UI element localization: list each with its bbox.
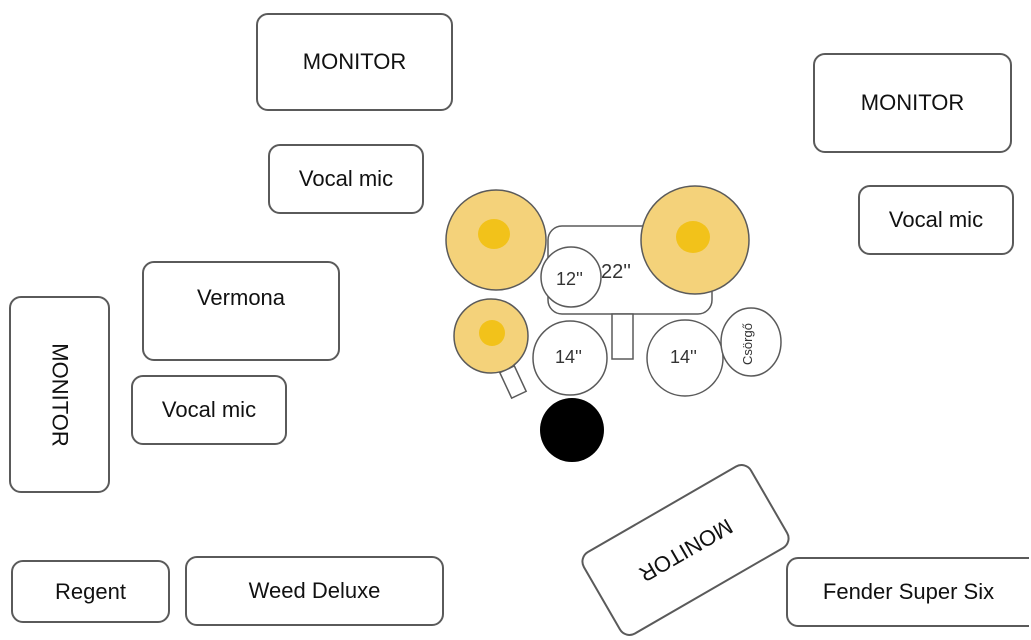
tom-12-label: 12'' [556,269,583,289]
snare-drum [532,320,608,396]
vocal-mic-right: Vocal mic [858,185,1014,255]
vocal-mic-label: Vocal mic [298,166,394,191]
vocal-mic-label: Vocal mic [161,397,257,422]
amp-fender-super-six: Fender Super Six [786,557,1029,627]
monitor-top-left: MONITOR [256,13,453,111]
rattle-label: Csörgő [740,323,755,365]
keyboard-label: Vermona [196,285,286,310]
vocal-mic-lower-left: Vocal mic [131,375,287,445]
rattle [720,307,782,377]
vocal-mic-center-left: Vocal mic [268,144,424,214]
amp-regent: Regent [11,560,170,623]
cymbal-left-bell [478,219,510,249]
drum-throne [540,398,604,462]
monitor-label: MONITOR [860,90,965,115]
amp-label: Regent [55,578,126,604]
amp-label: Weed Deluxe [248,578,381,603]
monitor-label: MONITOR [302,49,407,74]
monitor-top-right: MONITOR [813,53,1012,153]
vocal-mic-label: Vocal mic [888,207,984,232]
kick-pedal [611,313,634,360]
monitor-left-side: MONITOR [9,296,110,493]
amp-weed-deluxe: Weed Deluxe [185,556,444,626]
amp-label: Fender Super Six [822,579,995,604]
floor-tom [646,319,724,397]
floor-tom-label: 14'' [670,347,697,367]
snare-label: 14'' [555,347,582,367]
hihat-bell [479,320,505,346]
tom-12 [540,246,602,308]
cymbal-right-bell [676,221,710,253]
kick-drum-label: 22'' [601,261,631,283]
keyboard-vermona: Vermona [142,261,340,361]
